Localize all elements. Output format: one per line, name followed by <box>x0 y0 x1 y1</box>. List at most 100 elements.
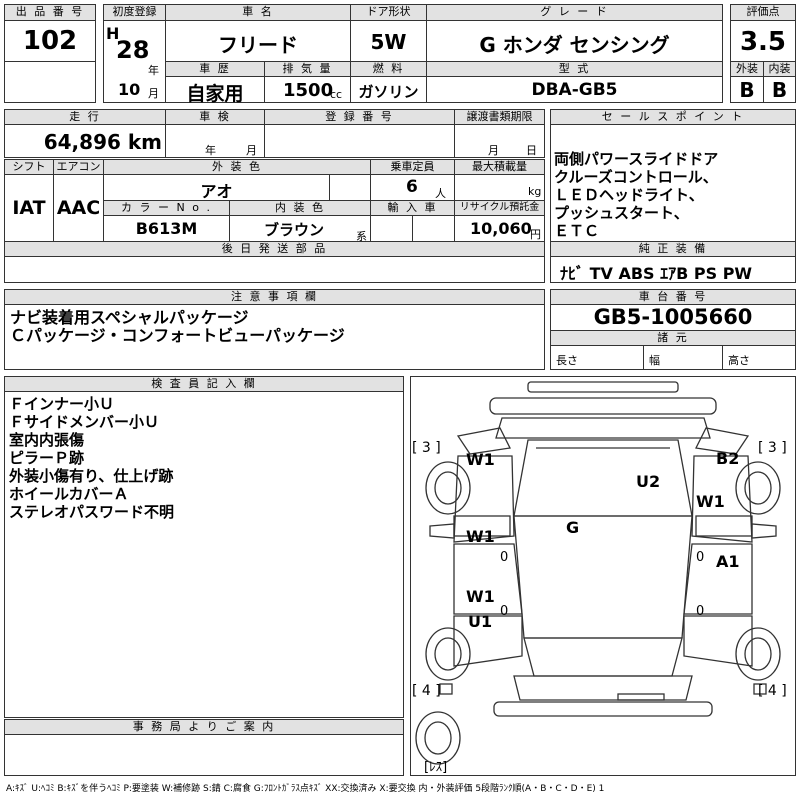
interior-box <box>763 76 796 103</box>
rear-window <box>523 637 683 677</box>
front-door-right <box>691 455 753 543</box>
front-step-right <box>695 515 753 537</box>
inspector-label: 検 査 員 記 入 欄 <box>4 376 404 392</box>
recycle-label: リサイクル預託金 <box>454 200 545 216</box>
recycle-unit: 円 <box>530 228 541 241</box>
lot-number-label: 出 品 番 号 <box>4 4 96 21</box>
height-label: 高さ <box>728 354 750 367</box>
rear-quarter-right <box>683 615 753 667</box>
aircon-type: AAC <box>56 197 101 219</box>
tire-front-left-rating: [ 3 ] <box>412 440 441 456</box>
inspection-label: 車 検 <box>165 109 265 125</box>
office-box <box>4 734 404 776</box>
notes-box <box>4 304 545 370</box>
tire-rear-left <box>425 627 471 681</box>
equipment-box <box>550 256 796 283</box>
displacement-unit: cc <box>330 88 343 101</box>
capacity: 6 <box>406 177 418 197</box>
displacement: 1500 <box>283 80 334 101</box>
import-label: 輸 入 車 <box>370 200 455 216</box>
score-box <box>730 20 796 62</box>
lot-number-lower-box <box>4 61 96 103</box>
inspector-box <box>4 391 404 718</box>
width-label: 幅 <box>649 354 660 367</box>
import-box-right <box>412 215 455 242</box>
damage-mark: U1 <box>468 612 493 631</box>
damage-mark: A1 <box>716 552 740 571</box>
transfer-day-unit: 日 <box>526 144 537 157</box>
first-registration-label: 初度登録 <box>103 4 166 21</box>
length-label: 長さ <box>556 354 578 367</box>
displacement-label: 排 気 量 <box>264 61 351 77</box>
damage-mark: W1 <box>466 587 495 606</box>
notes-label: 注 意 事 項 欄 <box>4 289 545 305</box>
damage-mark: B2 <box>716 449 740 468</box>
score-label: 評価点 <box>730 4 796 21</box>
inspection-box <box>165 124 265 158</box>
mileage-label: 走 行 <box>4 109 166 125</box>
damage-mark: W1 <box>466 527 495 546</box>
damage-mark: W1 <box>466 450 495 469</box>
zero-mark: 0 <box>500 604 509 619</box>
hood <box>495 417 711 439</box>
first-registration-box <box>103 20 166 103</box>
zero-mark: 0 <box>696 550 705 565</box>
registration-number-label: 登 録 番 号 <box>264 109 455 125</box>
damage-diagram-box <box>410 376 796 776</box>
front-door-left <box>453 455 515 543</box>
equipment-label: 純 正 装 備 <box>550 241 796 257</box>
back-door <box>513 675 693 701</box>
model-type: DBA-GB5 <box>531 80 618 100</box>
exterior-color: アオ <box>200 182 233 201</box>
mileage-box <box>4 124 166 158</box>
spare-tire <box>415 711 461 765</box>
type-box <box>426 76 723 103</box>
zero-mark: 0 <box>696 604 705 619</box>
damage-mark: W1 <box>696 492 725 511</box>
max-load-unit: kg <box>528 185 542 198</box>
notes-text: ナビ装着用スペシャルパッケージ Ｃパッケージ・コンフォートビューパッケージ <box>10 308 345 345</box>
history-label: 車 歴 <box>165 61 265 77</box>
recycle-box <box>454 215 545 242</box>
footer-legend: A:ｷｽﾞ U:ﾍｺﾐ B:ｷｽﾞを伴うﾍｺﾐ P:要塗装 W:補修跡 S:錆 … <box>6 784 605 794</box>
grade-label: グ レ ー ド <box>426 4 723 21</box>
front-bumper-top <box>527 381 679 393</box>
sales-points-label: セ ー ル ス ポ イ ン ト <box>550 109 796 125</box>
interior-color: ブラウン <box>263 221 324 239</box>
car-diagram <box>415 381 781 765</box>
era-mark: H <box>106 24 120 43</box>
windshield <box>513 439 693 517</box>
equipment: ﾅﾋﾞ TV ABS ｴｱB PS PW <box>560 264 753 283</box>
slide-door-right <box>683 543 753 615</box>
history: 自家用 <box>186 83 244 105</box>
exterior-color-side-box <box>329 174 371 201</box>
exterior-box <box>730 76 764 103</box>
displacement-box <box>264 76 351 103</box>
fuel: ガソリン <box>358 83 419 101</box>
zero-mark: 0 <box>500 550 509 565</box>
inspector-notes: Ｆインナー小Ｕ Ｆサイドメンバー小Ｕ 室内内張傷 ピラーＰ跡 外装小傷有り、仕上… <box>9 395 175 521</box>
recycle-fee: 10,060 <box>470 219 532 238</box>
chassis-number: GB5-1005660 <box>593 305 753 329</box>
damage-mark: U2 <box>636 472 661 491</box>
year-unit: 年 <box>148 64 159 77</box>
mileage: 64,896 km <box>43 130 162 154</box>
tire-rear-right <box>735 627 781 681</box>
history-box <box>165 76 265 103</box>
first-registration-month: 10 <box>118 80 141 99</box>
interior-label: 内装 <box>763 61 796 77</box>
front-bumper <box>489 397 717 415</box>
front-fender-right <box>695 427 750 455</box>
color-number: B613M <box>135 219 198 238</box>
exterior-grade: B <box>739 78 755 102</box>
transfer-month-unit: 月 <box>488 144 499 157</box>
max-load-label: 最大積載量 <box>454 159 545 175</box>
inspection-month-unit: 月 <box>246 144 257 157</box>
exterior-color-label: 外 装 色 <box>103 159 371 175</box>
front-fender-left <box>456 427 511 455</box>
max-load-box <box>454 174 545 201</box>
fuel-box <box>350 76 427 103</box>
tire-front-right <box>735 461 781 515</box>
transfer-deadline-label: 譲渡書類期限 <box>454 109 545 125</box>
damage-mark: G <box>566 518 580 537</box>
